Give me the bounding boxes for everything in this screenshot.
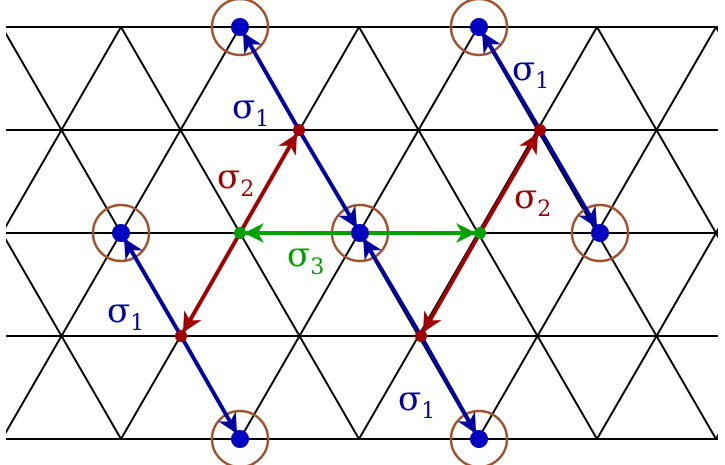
lattice-diag-line-27	[596, 227, 718, 440]
sigma1-label-bottom-right: σ1	[398, 379, 435, 424]
ring-top-left	[210, 0, 270, 57]
sigma1-arrow-left	[123, 238, 183, 338]
lattice-diag-line-13	[0, 27, 2, 439]
sigma1-label-top-right: σ1	[512, 49, 549, 94]
mid-dot-2	[534, 124, 546, 136]
ring-bottom-left	[210, 409, 270, 465]
green-dot-left	[234, 227, 246, 239]
mid-dot-3	[175, 330, 187, 342]
green-dot-right	[474, 227, 486, 239]
ring-right	[570, 203, 630, 263]
sigma1-label-bottom-left: σ1	[107, 291, 144, 336]
sigma1-arrow-right	[538, 128, 598, 228]
sigma1-arrow-bottom-left	[179, 335, 238, 434]
site-dot-right	[591, 224, 609, 242]
sigma-arrows	[123, 32, 598, 434]
sigma3-label: σ3	[287, 235, 324, 280]
sigma1-arrow-bottom-right	[419, 335, 477, 434]
site-dot-center	[351, 224, 369, 242]
sigma2-label-right: σ2	[514, 177, 551, 222]
ring-left	[91, 203, 151, 263]
sigma2-arrow-down-left	[182, 232, 242, 333]
site-dot-bottom-right	[470, 430, 488, 448]
lattice-diag-line-15	[6, 26, 122, 229]
site-dot-left	[112, 224, 130, 242]
lattice-diag-line-8	[0, 27, 2, 439]
mid-dot-4	[415, 330, 427, 342]
site-dot-top-right	[470, 18, 488, 36]
sigma1-arrow-top-left	[242, 32, 301, 131]
sigma1-arrow-center	[297, 128, 358, 228]
circled-sites	[91, 0, 630, 465]
site-dots	[112, 18, 609, 448]
mid-dot-1	[293, 124, 305, 136]
lattice-diag-line-10	[6, 237, 122, 440]
sigma2-label-left: σ2	[217, 157, 254, 202]
site-dot-top-left	[231, 18, 249, 36]
sigma1-arrow-center-low	[362, 238, 423, 338]
sigma2-arrow-down-right	[422, 232, 482, 333]
site-dot-bottom-left	[231, 430, 249, 448]
sigma1-label-top-left: σ1	[232, 87, 269, 132]
sigma1-arrow-top-right	[481, 32, 542, 132]
ring-top-right	[449, 0, 509, 57]
sigma2-arrow-up-left	[238, 133, 298, 234]
ring-bottom-right	[449, 409, 509, 465]
sigma-labels: σ1 σ1 σ1 σ1 σ2 σ2 σ3	[107, 49, 551, 424]
sigma2-arrow-up-right	[478, 133, 539, 235]
